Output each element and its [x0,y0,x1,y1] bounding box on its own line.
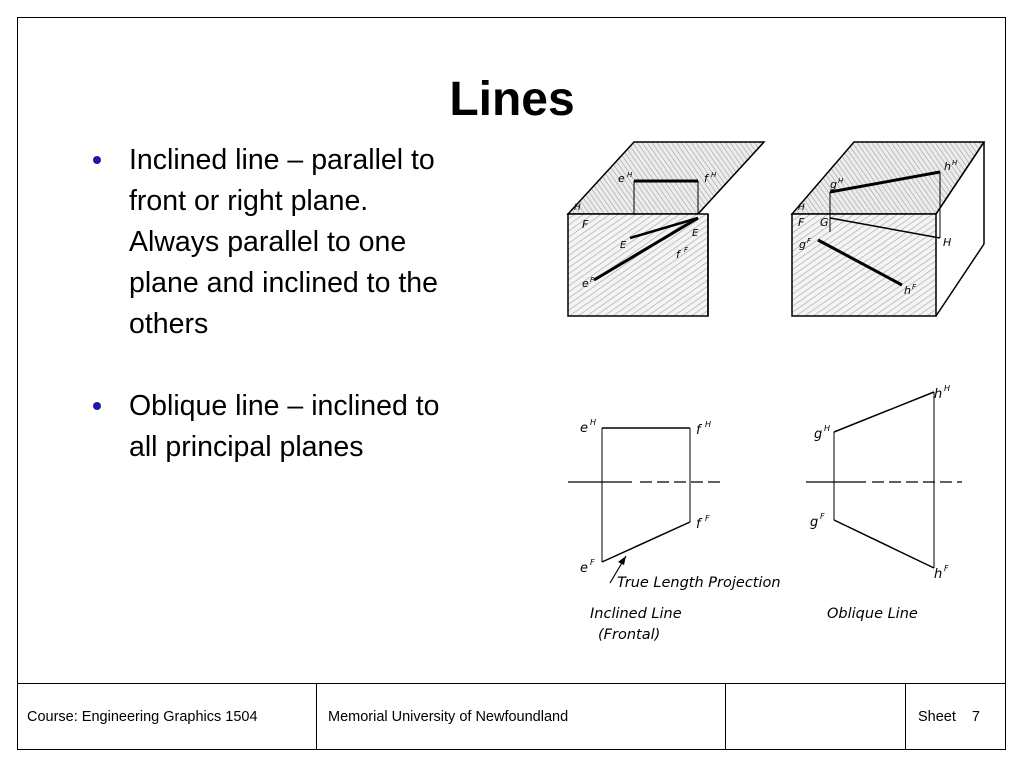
label-fh: f [704,172,710,185]
university-text: Memorial University of Newfoundland [328,709,569,725]
oblique-box-pictorial: g H h H H F G g F H h F [790,141,986,317]
sheet-label: Sheet [918,709,956,725]
label-hf: h [904,284,911,297]
label-eh: e [618,172,625,185]
label-ff-sup: F [684,246,689,254]
label-eh: e [580,421,588,436]
label-hf-sup: F [912,283,917,291]
inclined-orthographic: e H f H f F e F True Length Projection I… [568,418,781,643]
label-fh-sup: H [705,420,711,429]
bullet-dot-icon [93,402,101,410]
label-hh-sup: H [944,384,950,393]
footer-university: Memorial University of Newfoundland [316,684,725,750]
label-E2: E [692,228,699,239]
oblique-orthographic: g H h H g F h F Oblique Line [806,384,962,622]
bullet-line: front or right plane. [129,185,369,217]
label-H: H [574,203,581,213]
oblique-caption: Oblique Line [827,606,918,622]
label-gh-sup: H [838,177,844,185]
bullet-line: Always parallel to one [129,226,407,258]
course-text: Course: Engineering Graphics 1504 [27,709,258,725]
label-hf: h [934,567,942,582]
label-G: G [820,216,829,229]
bullet-dot-icon [93,156,101,164]
bullet-item-inclined: Inclined line – parallel to front or rig… [88,140,518,345]
label-gf: g [799,238,806,251]
label-ff: f [696,517,703,532]
bullet-line: Inclined line – parallel to [129,144,435,176]
bullet-line: Oblique line – inclined to [129,390,440,422]
footer-bar: Course: Engineering Graphics 1504 Memori… [17,683,1006,750]
label-fh: f [696,423,703,438]
bullet-line: others [129,308,209,340]
label-H2: H [943,236,951,249]
bullet-line: all principal planes [129,431,364,463]
inclined-caption: Inclined Line [590,606,682,622]
label-ff-sup: F [705,514,710,523]
inclined-caption-sub: (Frontal) [598,627,660,643]
label-gh: g [830,178,837,191]
label-gf-sup: F [820,512,825,521]
footer-course: Course: Engineering Graphics 1504 [17,684,316,750]
label-fh-sup: H [711,171,717,179]
slide-title: Lines [449,73,575,126]
sheet-number: 7 [971,709,980,725]
label-E1: E [620,240,627,251]
footer-blank-cell [725,684,905,750]
label-hh: h [944,160,951,173]
label-hh: h [934,387,942,402]
label-gf-sup: F [807,237,812,245]
label-hh-sup: H [952,159,958,167]
label-gh-sup: H [824,424,830,433]
bullet-item-oblique: Oblique line – inclined to all principal… [88,386,518,468]
label-eh-sup: H [590,418,596,427]
label-eh-sup: H [627,171,633,179]
label-ef-sup: F [590,276,595,284]
label-F: F [582,218,589,231]
label-gf: g [810,515,818,530]
label-H: H [798,203,805,213]
slide-frame [17,17,1006,750]
label-F: F [798,216,805,229]
bullet-line: plane and inclined to the [129,267,438,299]
label-gh: g [814,427,822,442]
label-ff: f [676,248,682,261]
inclined-box-pictorial: e H f H H F E E f F e F [566,141,766,317]
label-ef: e [582,277,589,290]
bullet-list: Inclined line – parallel to front or rig… [88,140,518,468]
footer-sheet: Sheet 7 [905,684,1006,750]
true-length-annotation: True Length Projection [617,575,781,591]
label-ef: e [580,561,588,576]
label-hf-sup: F [944,564,949,573]
label-ef-sup: F [590,558,595,567]
